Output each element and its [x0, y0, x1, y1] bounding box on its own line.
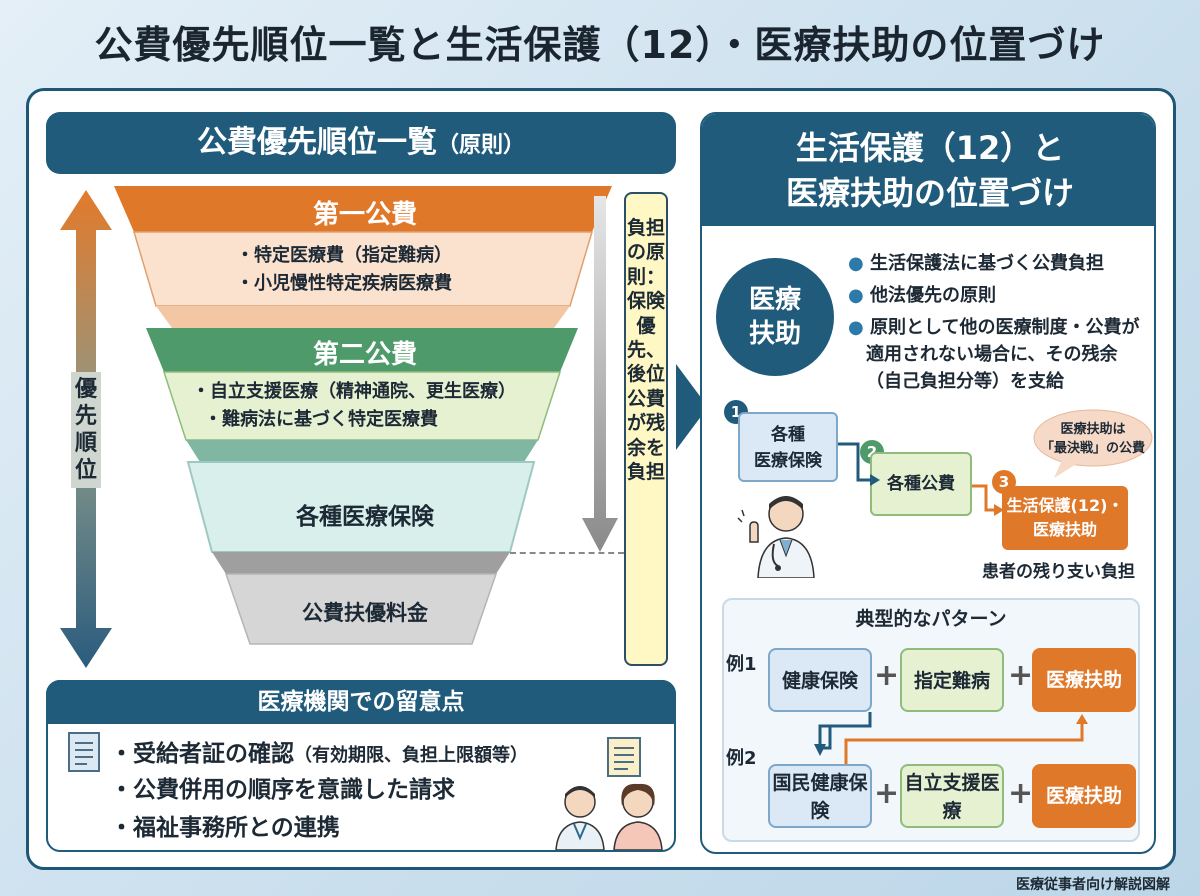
tier4-body	[224, 573, 498, 645]
right-header-line2: 医療扶助の位置づけ	[785, 174, 1074, 212]
tier1-item-2: ・小児慢性特定疾病医療費	[236, 273, 452, 294]
doctor-icon	[737, 496, 815, 578]
burden-flow-arrow	[582, 196, 618, 552]
note-item-2: ・公費併用の順序を意識した請求	[110, 777, 455, 803]
chevron-right-icon	[676, 364, 708, 450]
circle-line1: 医療	[748, 285, 801, 315]
clipboard-icon	[607, 737, 641, 777]
plus-icon: +	[1008, 658, 1034, 693]
tier1-band	[114, 186, 612, 232]
tier1-item-1: ・特定医療費（指定難病）	[236, 245, 452, 266]
pattern-header: 典型的なパターン	[855, 608, 1007, 630]
burden-principle-note: 負担の原則：保険優先、後位公費が残余を負担	[624, 192, 668, 666]
bubble-text: 医療扶助は 「最決戦」の公費	[1036, 420, 1150, 458]
ex2-box-medical-aid: 医療扶助	[1032, 764, 1136, 828]
note-item-1-small: （有効期限、負担上限額等）	[294, 745, 528, 766]
tier3-label: 各種医療保険	[296, 504, 434, 530]
speech-bubble	[1033, 409, 1153, 478]
dashed-guide	[510, 552, 624, 554]
plus-icon: +	[874, 776, 900, 811]
staff-avatar-icon	[555, 783, 663, 850]
ex2-box2-text: 自立支援医療	[904, 772, 1000, 822]
bubble-line2: 「最決戦」の公費	[1040, 441, 1145, 456]
page-title: 公費優先順位一覧と生活保護（12）・医療扶助の位置づけ	[94, 23, 1106, 67]
tier2-item-2: ・難病法に基づく特定医療費	[204, 409, 438, 430]
tier1-label: 第一公費	[312, 200, 417, 230]
ex1-box-designated-disease: 指定難病	[900, 648, 1004, 712]
priority-list-title: 公費優先順位一覧	[196, 125, 437, 160]
right-header: 生活保護（12）と 医療扶助の位置づけ	[702, 114, 1154, 226]
priority-list-subtitle: （原則）	[436, 133, 525, 158]
plus-icon: +	[1008, 776, 1034, 811]
bullet-1: ● 生活保護法に基づく公費負担	[848, 250, 1144, 277]
notes-header: 医療機関での留意点	[46, 680, 676, 724]
step1-box: 各種 医療保険	[738, 412, 838, 482]
example1-label: 例1	[726, 654, 757, 675]
tier3-step	[212, 552, 510, 574]
bullet-2: ● 他法優先の原則	[848, 282, 1144, 309]
tier2-band	[146, 328, 578, 372]
pattern-connectors	[814, 712, 1088, 764]
step3-box: 生活保護(12)・ 医療扶助	[1002, 486, 1128, 550]
step2-box: 各種公費	[870, 452, 972, 516]
priority-axis-label: 優先順位	[71, 372, 101, 488]
tier2-item-1: ・自立支援医療（精神通院、更生医療）	[192, 381, 516, 402]
ex2-box1-text: 国民健康保険	[772, 772, 868, 822]
ex1-box-medical-aid: 医療扶助	[1032, 648, 1136, 712]
note-item-1: ・受給者証の確認（有効期限、負担上限額等）	[110, 734, 528, 768]
circle-line2: 扶助	[748, 319, 801, 349]
step3-line1: 生活保護(12)・	[1006, 496, 1124, 515]
ex2-box-national-health-insurance: 国民健康保険	[768, 764, 872, 828]
priority-list-header: 公費優先順位一覧（原則）	[46, 112, 676, 174]
patient-remaining-note: 患者の残り支い負担	[982, 562, 1135, 582]
bubble-line1: 医療扶助は	[1060, 422, 1126, 437]
step-connectors	[838, 442, 1004, 516]
footer-credit: 医療従事者向け解説図解	[1016, 877, 1170, 893]
step1-line2: 医療保険	[754, 451, 822, 471]
bullet-3-text: 原則として他の医療制度・公費が適用されない場合に、その残余（自己負担分等）を支給	[866, 317, 1140, 392]
tier2-label: 第二公費	[312, 340, 417, 370]
note-item-3: ・福祉事務所との連携	[110, 815, 340, 841]
plus-icon: +	[874, 658, 900, 693]
step3-line2: 医療扶助	[1032, 520, 1097, 539]
example2-label: 例2	[726, 748, 757, 769]
bullet-dot-icon: ●	[848, 317, 870, 338]
bullet-dot-icon: ●	[848, 253, 870, 274]
tier2-step	[186, 440, 538, 462]
document-icon	[68, 732, 100, 772]
step1-line1: 各種	[771, 425, 805, 445]
tier1-step	[156, 306, 570, 328]
bullet-1-text: 生活保護法に基づく公費負担	[869, 253, 1104, 274]
tier4-label: 公費扶優料金	[302, 601, 428, 625]
funnel-diagram	[114, 186, 612, 645]
ex2-box-independence-support: 自立支援医療	[900, 764, 1004, 828]
bullet-dot-icon: ●	[848, 285, 870, 306]
medical-aid-circle: 医療 扶助	[716, 258, 834, 376]
bullet-2-text: 他法優先の原則	[869, 285, 996, 306]
note-item-1-text: ・受給者証の確認	[110, 741, 294, 767]
bullet-3: ● 原則として他の医療制度・公費が適用されない場合に、その残余（自己負担分等）を…	[848, 314, 1144, 395]
right-header-line1: 生活保護（12）と	[795, 129, 1065, 167]
ex1-box-health-insurance: 健康保険	[768, 648, 872, 712]
